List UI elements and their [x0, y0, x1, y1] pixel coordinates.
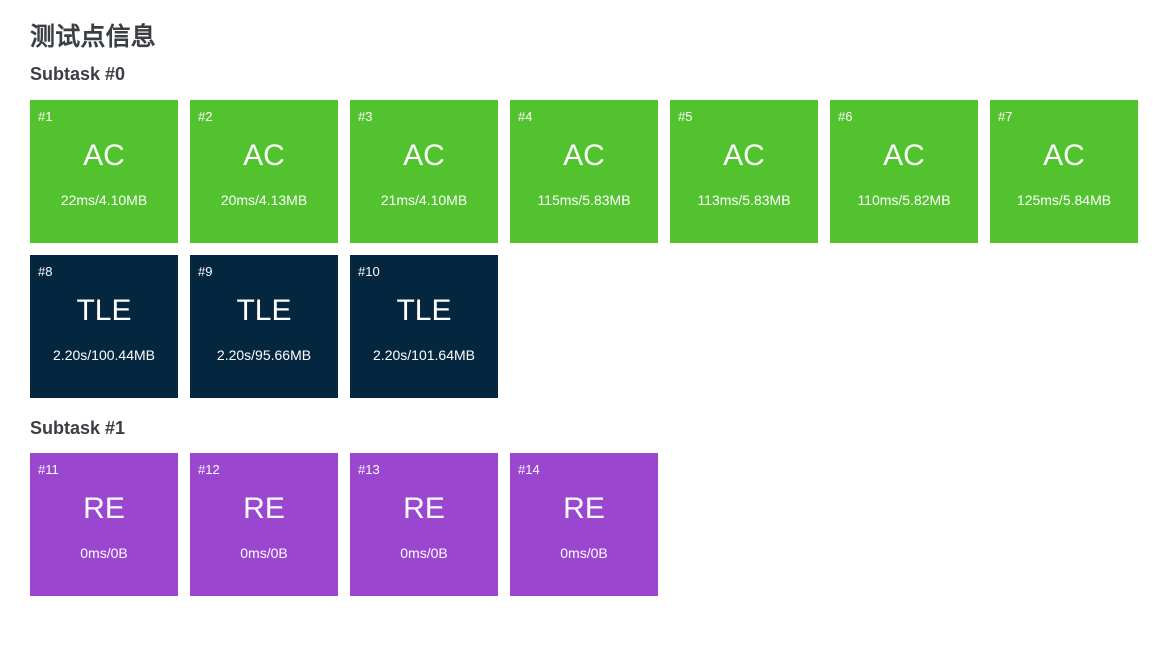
- testcase-time-memory: 0ms/0B: [240, 545, 288, 562]
- testcase-status-badge: AC: [723, 138, 765, 172]
- testcase-index: #5: [678, 108, 693, 124]
- testcase-index: #10: [358, 263, 380, 279]
- subtask-heading: Subtask #1: [30, 417, 126, 438]
- testcase-status-badge: RE: [403, 492, 445, 526]
- testcase-index: #6: [838, 108, 853, 124]
- testcase-time-memory: 110ms/5.82MB: [857, 191, 951, 208]
- subtask-heading: Subtask #0: [30, 64, 126, 84]
- testcase-index: #3: [358, 108, 373, 124]
- testcase-index: #8: [38, 263, 53, 279]
- testcase-time-memory: 0ms/0B: [80, 545, 128, 562]
- testcase-time-memory: 20ms/4.13MB: [220, 191, 308, 208]
- testcase-status-badge: AC: [83, 138, 125, 172]
- testcase-index: #4: [518, 108, 533, 124]
- testcase-index: #12: [198, 462, 220, 478]
- testcase-index: #7: [998, 108, 1013, 124]
- page-title: 测试点信息: [30, 23, 157, 51]
- testcase-time-memory: 0ms/0B: [400, 545, 448, 562]
- testcase-time-memory: 113ms/5.83MB: [697, 191, 791, 208]
- testcase-time-memory: 2.20s/95.66MB: [216, 346, 312, 363]
- testcase-status-badge: AC: [883, 138, 925, 172]
- testcase-time-memory: 125ms/5.84MB: [1016, 191, 1112, 208]
- testcase-time-memory: 2.20s/101.64MB: [373, 346, 475, 363]
- testcase-status-badge: RE: [563, 492, 605, 526]
- testcase-time-memory: 2.20s/100.44MB: [53, 346, 155, 363]
- testcase-status-badge: AC: [403, 138, 445, 172]
- testcase-status-badge: TLE: [76, 293, 132, 327]
- testcase-time-memory: 115ms/5.83MB: [537, 191, 631, 208]
- testcase-time-memory: 22ms/4.10MB: [60, 191, 148, 208]
- testcase-status-badge: AC: [1043, 138, 1085, 172]
- testcase-status-badge: RE: [83, 492, 125, 526]
- testcase-index: #9: [198, 263, 213, 279]
- testcase-index: #13: [358, 462, 380, 478]
- testcase-status-badge: TLE: [396, 293, 452, 327]
- testcase-index: #1: [38, 108, 53, 124]
- testcase-status-badge: TLE: [236, 293, 292, 327]
- testcase-time-memory: 0ms/0B: [560, 545, 608, 562]
- testcase-index: #11: [38, 462, 59, 478]
- testcase-status-badge: RE: [243, 492, 285, 526]
- testcase-time-memory: 21ms/4.10MB: [380, 191, 468, 208]
- testcase-index: #2: [198, 108, 213, 124]
- testcase-status-badge: AC: [243, 138, 285, 172]
- testcase-index: #14: [518, 462, 540, 478]
- testcase-status-badge: AC: [563, 138, 605, 172]
